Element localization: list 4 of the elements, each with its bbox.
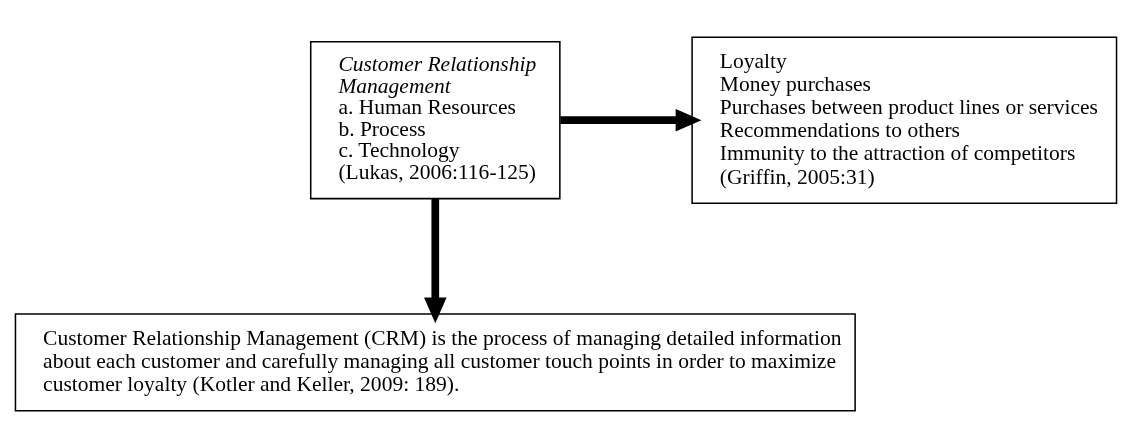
node-box: Customer Relationship Management (CRM) is the process of managing detailed information about each customer and carefully managing all customer touch points in order to maximize customer loyalty (Kotler and Keller, 2009: 189). bbox=[14, 313, 856, 412]
arrow bbox=[424, 198, 447, 324]
node-box: Customer Relationship Management a. Human Resources b. Process c. Technology (Lukas, 2006:116-125) bbox=[309, 41, 561, 200]
node-box: Loyalty Money purchases Purchases between product lines or services Recommendations to others Immunity to the attraction of competitors (Griffin, 2005:31) bbox=[691, 36, 1118, 204]
